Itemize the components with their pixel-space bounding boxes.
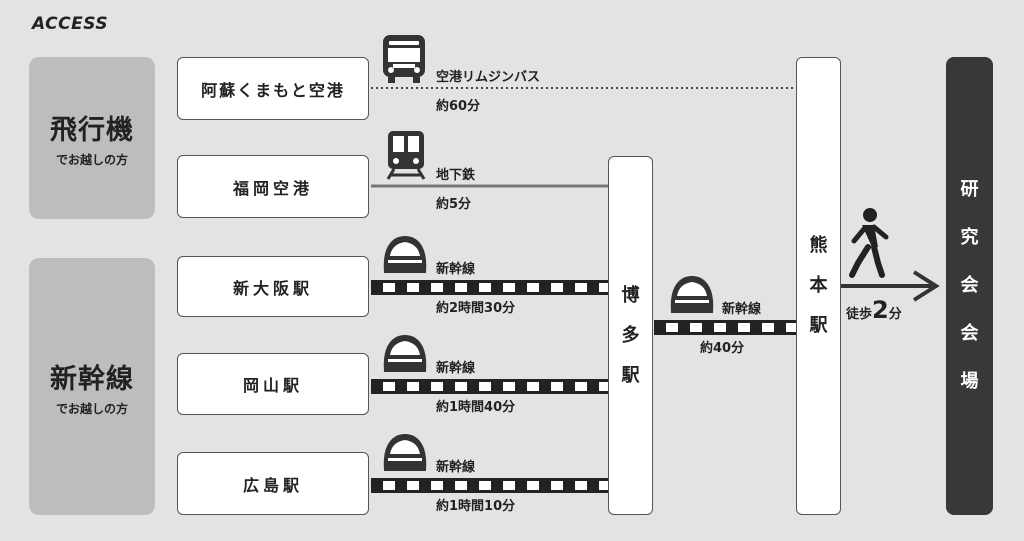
- rail-hakata-kumamoto: [654, 320, 796, 335]
- rail-okayama-hakata: [371, 379, 608, 394]
- station-hakata-char: 多: [621, 324, 640, 346]
- station-kumamoto-char: 駅: [809, 315, 828, 336]
- rail-shinosaka-hakata: [371, 280, 608, 295]
- station-kumamoto: 熊 本 駅: [796, 57, 841, 515]
- route-okayama-mode: 新幹線: [436, 361, 476, 376]
- route-shinosaka-mode: 新幹線: [436, 262, 476, 277]
- page-title: ACCESS: [32, 14, 109, 34]
- category-air-title: 飛行機: [50, 115, 134, 146]
- walk-suffix: 分: [888, 307, 902, 322]
- origin-hiroshima-station: 広島駅: [177, 452, 369, 515]
- station-hakata: 博 多 駅: [608, 156, 653, 515]
- route-hakata-kumamoto-time: 約40分: [700, 341, 745, 356]
- destination-char: 研: [960, 179, 979, 200]
- route-shinosaka-time: 約2時間30分: [436, 301, 516, 316]
- destination-char: 会: [960, 323, 979, 344]
- station-hakata-char: 駅: [621, 364, 640, 386]
- category-shinkansen: 新幹線 でお越しの方: [29, 258, 155, 515]
- route-fukuoka-mode: 地下鉄: [436, 168, 476, 183]
- category-shinkansen-subtitle: でお越しの方: [55, 401, 128, 416]
- walk-time: 徒歩2分: [846, 296, 902, 324]
- route-aso-time: 約60分: [436, 99, 481, 114]
- route-fukuoka-time: 約5分: [436, 197, 472, 212]
- station-hakata-char: 博: [621, 284, 640, 306]
- destination-char: 究: [960, 227, 979, 248]
- destination-char: 場: [960, 371, 979, 392]
- origin-fukuoka-airport: 福岡空港: [177, 155, 369, 218]
- walk-prefix: 徒歩: [846, 307, 873, 322]
- walk-arrow-head: [912, 270, 940, 302]
- shinkansen-icon: [383, 335, 427, 372]
- bus-icon: [383, 35, 425, 83]
- route-hakata-kumamoto-mode: 新幹線: [722, 302, 762, 317]
- route-hiroshima-mode: 新幹線: [436, 460, 476, 475]
- subway-icon: [386, 131, 426, 180]
- origin-shin-osaka-station: 新大阪駅: [177, 256, 369, 317]
- walking-person-icon: [849, 208, 889, 278]
- shinkansen-icon: [670, 276, 714, 313]
- category-shinkansen-title: 新幹線: [50, 363, 134, 395]
- category-air: 飛行機 でお越しの方: [29, 57, 155, 219]
- route-hiroshima-time: 約1時間10分: [436, 499, 516, 514]
- walk-number: 2: [872, 296, 889, 324]
- origin-aso-airport: 阿蘇くまもと空港: [177, 57, 369, 120]
- destination-char: 会: [960, 275, 979, 296]
- route-aso-mode: 空港リムジンバス: [436, 70, 541, 85]
- origin-okayama-station: 岡山駅: [177, 353, 369, 415]
- destination-venue: 研 究 会 会 場: [946, 57, 993, 515]
- shinkansen-icon: [383, 434, 427, 471]
- rail-hiroshima-hakata: [371, 478, 608, 493]
- station-kumamoto-char: 熊: [809, 235, 828, 256]
- route-okayama-time: 約1時間40分: [436, 400, 516, 415]
- category-air-subtitle: でお越しの方: [55, 153, 128, 167]
- shinkansen-icon: [383, 236, 427, 273]
- station-kumamoto-char: 本: [809, 275, 828, 296]
